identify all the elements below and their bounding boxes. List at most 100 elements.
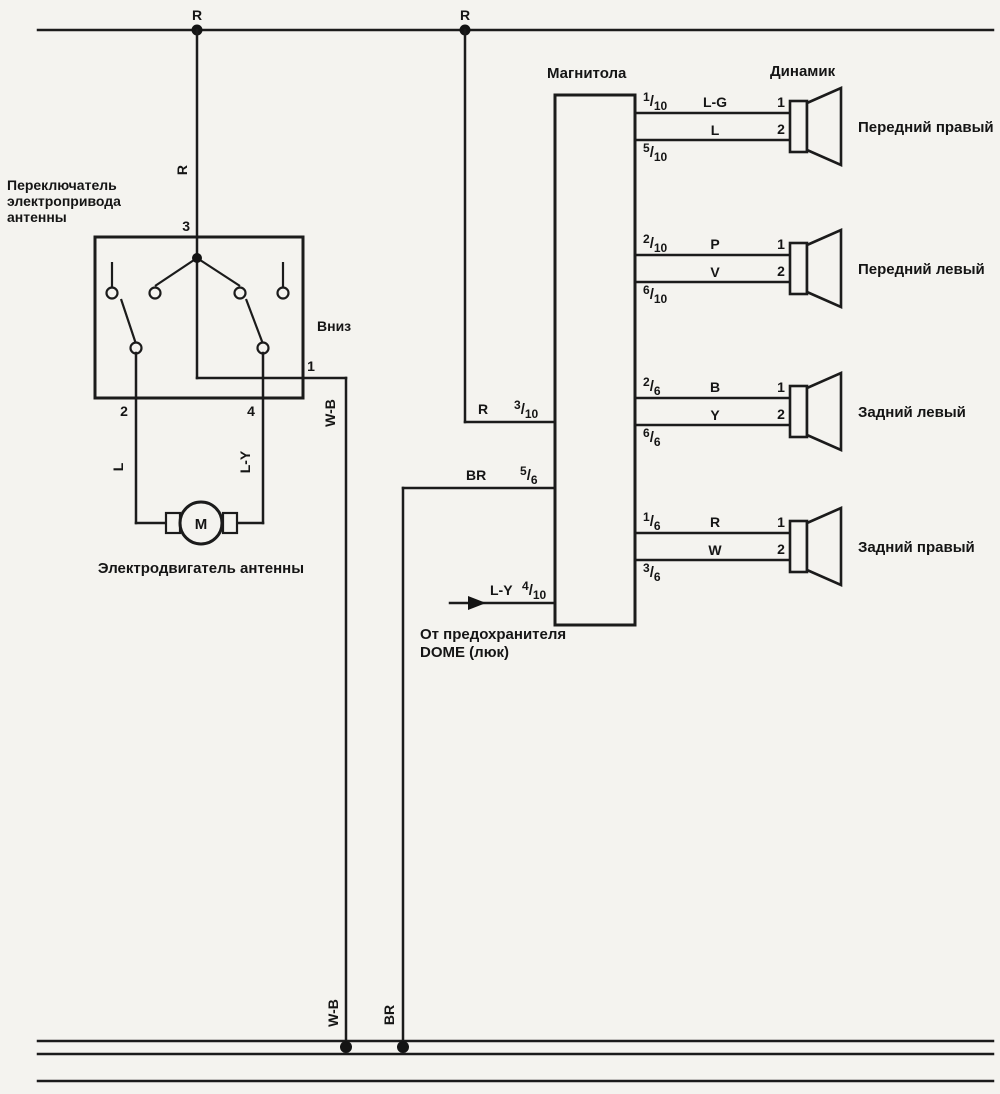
- switch-contact: [233, 286, 247, 300]
- top-bus-label-left: R: [192, 7, 202, 23]
- junction-dot: [397, 1041, 409, 1053]
- wire-color-label: L-G: [703, 94, 727, 110]
- fuse-caption-line1: От предохранителя: [420, 626, 566, 643]
- wire-color-label-wb: W-B: [325, 999, 341, 1027]
- speaker-cone: [805, 86, 843, 167]
- feed-arrow-icon: [468, 596, 486, 610]
- switch-feed-branch: [154, 257, 198, 287]
- speaker-terminal-label: 1: [777, 514, 785, 530]
- speaker-name: Передний левый: [858, 261, 985, 278]
- bottom-bus: W-B BR: [36, 376, 995, 1083]
- radio-pin-label: 2/10: [643, 232, 668, 255]
- speaker-terminal-label: 1: [777, 94, 785, 110]
- radio-title: Магнитола: [547, 65, 627, 82]
- wire-color-label: L-Y: [490, 582, 513, 598]
- wire-color-label-l: L: [110, 462, 126, 471]
- junction-dot: [340, 1041, 352, 1053]
- wire-color-label-ly: L-Y: [237, 450, 253, 473]
- radio-pin-label: 5/10: [643, 141, 668, 164]
- speaker-terminal-label: 1: [777, 236, 785, 252]
- switch-title-line1: Переключатель: [7, 177, 117, 193]
- switch-contact: [148, 286, 162, 300]
- speaker-cone: [805, 506, 843, 587]
- speaker-channel-rear-left: 2/6 6/6 B Y 1 2 Задний левый: [633, 371, 966, 452]
- switch-box: [93, 235, 305, 400]
- radio-pin-label: 1/10: [643, 90, 668, 113]
- radio-pin-label: 1/6: [643, 510, 661, 533]
- speaker-driver: [788, 99, 809, 154]
- radio-pin-label: 2/6: [643, 375, 661, 398]
- motor-caption: Электродвигатель антенны: [98, 560, 304, 577]
- speaker-terminal-label: 2: [777, 121, 785, 137]
- switch-pin1-label: 1: [307, 358, 315, 374]
- radio-unit: Магнитола: [547, 65, 637, 627]
- radio-pin-label: 5/6: [520, 464, 538, 487]
- wire-color-label-r: R: [174, 165, 190, 175]
- wire-color-label: BR: [466, 467, 486, 483]
- speaker-icon: [788, 371, 843, 452]
- speaker-channel-rear-right: 1/6 3/6 R W 1 2 Задний правый: [633, 506, 975, 587]
- speaker-terminal-label: 1: [777, 379, 785, 395]
- junction-dot: [192, 253, 202, 263]
- switch-blade: [119, 298, 138, 345]
- wire-color-label: L: [711, 122, 720, 138]
- motor-symbol: M: [164, 500, 239, 546]
- speaker-name: Передний правый: [858, 119, 994, 136]
- wire-color-label: B: [710, 379, 720, 395]
- speaker-name: Задний левый: [858, 404, 966, 421]
- antenna-motor-circuit: L L-Y M Электродвигатель антенны: [98, 351, 304, 577]
- speaker-driver: [788, 519, 809, 574]
- motor-terminal: [221, 511, 239, 535]
- speaker-icon: [788, 506, 843, 587]
- radio-pin-label: 6/10: [643, 283, 668, 306]
- switch-pin2-label: 2: [120, 403, 128, 419]
- switch-contact: [276, 286, 290, 300]
- motor-letter: M: [195, 516, 208, 533]
- speaker-channel-front-right: 1/10 5/10 L-G L 1 2 Передний правый: [633, 86, 994, 167]
- wire-color-label-wb: W-B: [322, 399, 338, 427]
- switch-contact: [105, 286, 119, 300]
- speaker-driver: [788, 384, 809, 439]
- wire-color-label: Y: [710, 407, 720, 423]
- speaker-terminal-label: 2: [777, 406, 785, 422]
- radio-pin-label: 3/10: [514, 398, 539, 421]
- motor-body: [178, 500, 224, 546]
- switch-title-line2: электропривода: [7, 193, 121, 209]
- wire-color-label: W: [708, 542, 722, 558]
- wire-color-label: P: [710, 236, 719, 252]
- top-bus: R R: [36, 7, 995, 36]
- radio-pin-label: 3/6: [643, 561, 661, 584]
- switch-feed-branch: [196, 257, 241, 287]
- wire-r-to-switch: R 3: [174, 28, 199, 262]
- speaker-name: Задний правый: [858, 539, 975, 556]
- speaker-icon: [788, 228, 843, 309]
- speaker-cone: [805, 371, 843, 452]
- antenna-switch: Переключатель электропривода антенны Вни…: [7, 177, 351, 427]
- motor-terminal: [164, 511, 182, 535]
- radio-input-r: R 3/10: [463, 28, 557, 424]
- switch-blade: [244, 298, 265, 345]
- speaker-channel-front-left: 2/10 6/10 P V 1 2 Передний левый: [633, 228, 985, 309]
- speakers-title: Динамик: [770, 63, 836, 80]
- switch-title-line3: антенны: [7, 209, 67, 225]
- top-bus-label-right: R: [460, 7, 470, 23]
- speaker-terminal-label: 2: [777, 541, 785, 557]
- radio-pin-label: 4/10: [522, 579, 547, 602]
- wire-color-label: R: [710, 514, 720, 530]
- speaker-driver: [788, 241, 809, 296]
- radio-box: [553, 93, 637, 627]
- wire-color-label-br: BR: [381, 1005, 397, 1025]
- radio-pin-label: 6/6: [643, 426, 661, 449]
- switch-pin4-label: 4: [247, 403, 255, 419]
- radio-input-br: BR 5/6: [401, 464, 557, 1049]
- switch-pin3-label: 3: [182, 218, 190, 234]
- fuse-caption-line2: DOME (люк): [420, 644, 509, 661]
- wire-color-label: R: [478, 401, 488, 417]
- speaker-terminal-label: 2: [777, 263, 785, 279]
- speaker-cone: [805, 228, 843, 309]
- radio-input-ly: L-Y 4/10 От предохранителя DOME (люк): [420, 579, 566, 661]
- wire-color-label: V: [710, 264, 720, 280]
- speaker-icon: [788, 86, 843, 167]
